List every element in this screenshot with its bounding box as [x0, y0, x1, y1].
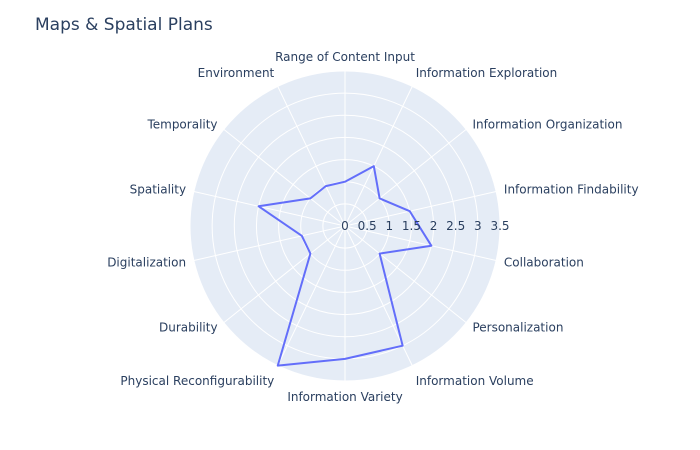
angular-gridline — [277, 225, 346, 366]
angular-gridline — [344, 128, 467, 227]
category-label: Temporality — [146, 117, 217, 131]
radial-tick-label: 2.5 — [446, 219, 465, 233]
angular-gridline — [344, 86, 413, 227]
radial-tick-label: 1.5 — [402, 219, 421, 233]
radial-tick-label: 3 — [474, 219, 482, 233]
category-label: Spatiality — [130, 183, 186, 197]
angular-gridline — [344, 225, 467, 324]
radial-tick-label: 2 — [430, 219, 438, 233]
angular-gridline — [193, 191, 346, 227]
radial-tick-label: 0 — [341, 219, 349, 233]
angular-gridline — [193, 225, 346, 261]
category-label: Information Organization — [472, 117, 622, 131]
angular-gridline — [344, 225, 497, 261]
category-label: Physical Reconfigurability — [120, 374, 274, 388]
category-label: Information Volume — [416, 374, 534, 388]
series-layer — [257, 165, 433, 367]
category-label: Environment — [198, 66, 275, 80]
radial-tick-label: 3.5 — [490, 219, 509, 233]
radial-tick-labels: 0 0.5 1 1.5 2 2.5 3 3.5 — [341, 219, 509, 233]
category-label: Information Findability — [504, 183, 639, 197]
chart-title: Maps & Spatial Plans — [35, 15, 213, 35]
category-label: Range of Content Input — [275, 50, 415, 64]
radial-tick-label: 1 — [385, 219, 393, 233]
category-label: Information Variety — [287, 390, 402, 404]
category-label: Collaboration — [504, 255, 584, 269]
category-label: Information Exploration — [416, 66, 558, 80]
category-label: Durability — [159, 321, 218, 335]
category-label: Digitalization — [107, 255, 186, 269]
category-label: Personalization — [472, 321, 563, 335]
angular-gridline — [277, 86, 346, 227]
angular-gridline — [344, 191, 497, 227]
angular-gridlines — [193, 71, 497, 381]
angular-gridline — [223, 128, 346, 227]
radial-tick-label: 0.5 — [358, 219, 377, 233]
angular-gridline — [223, 225, 346, 324]
